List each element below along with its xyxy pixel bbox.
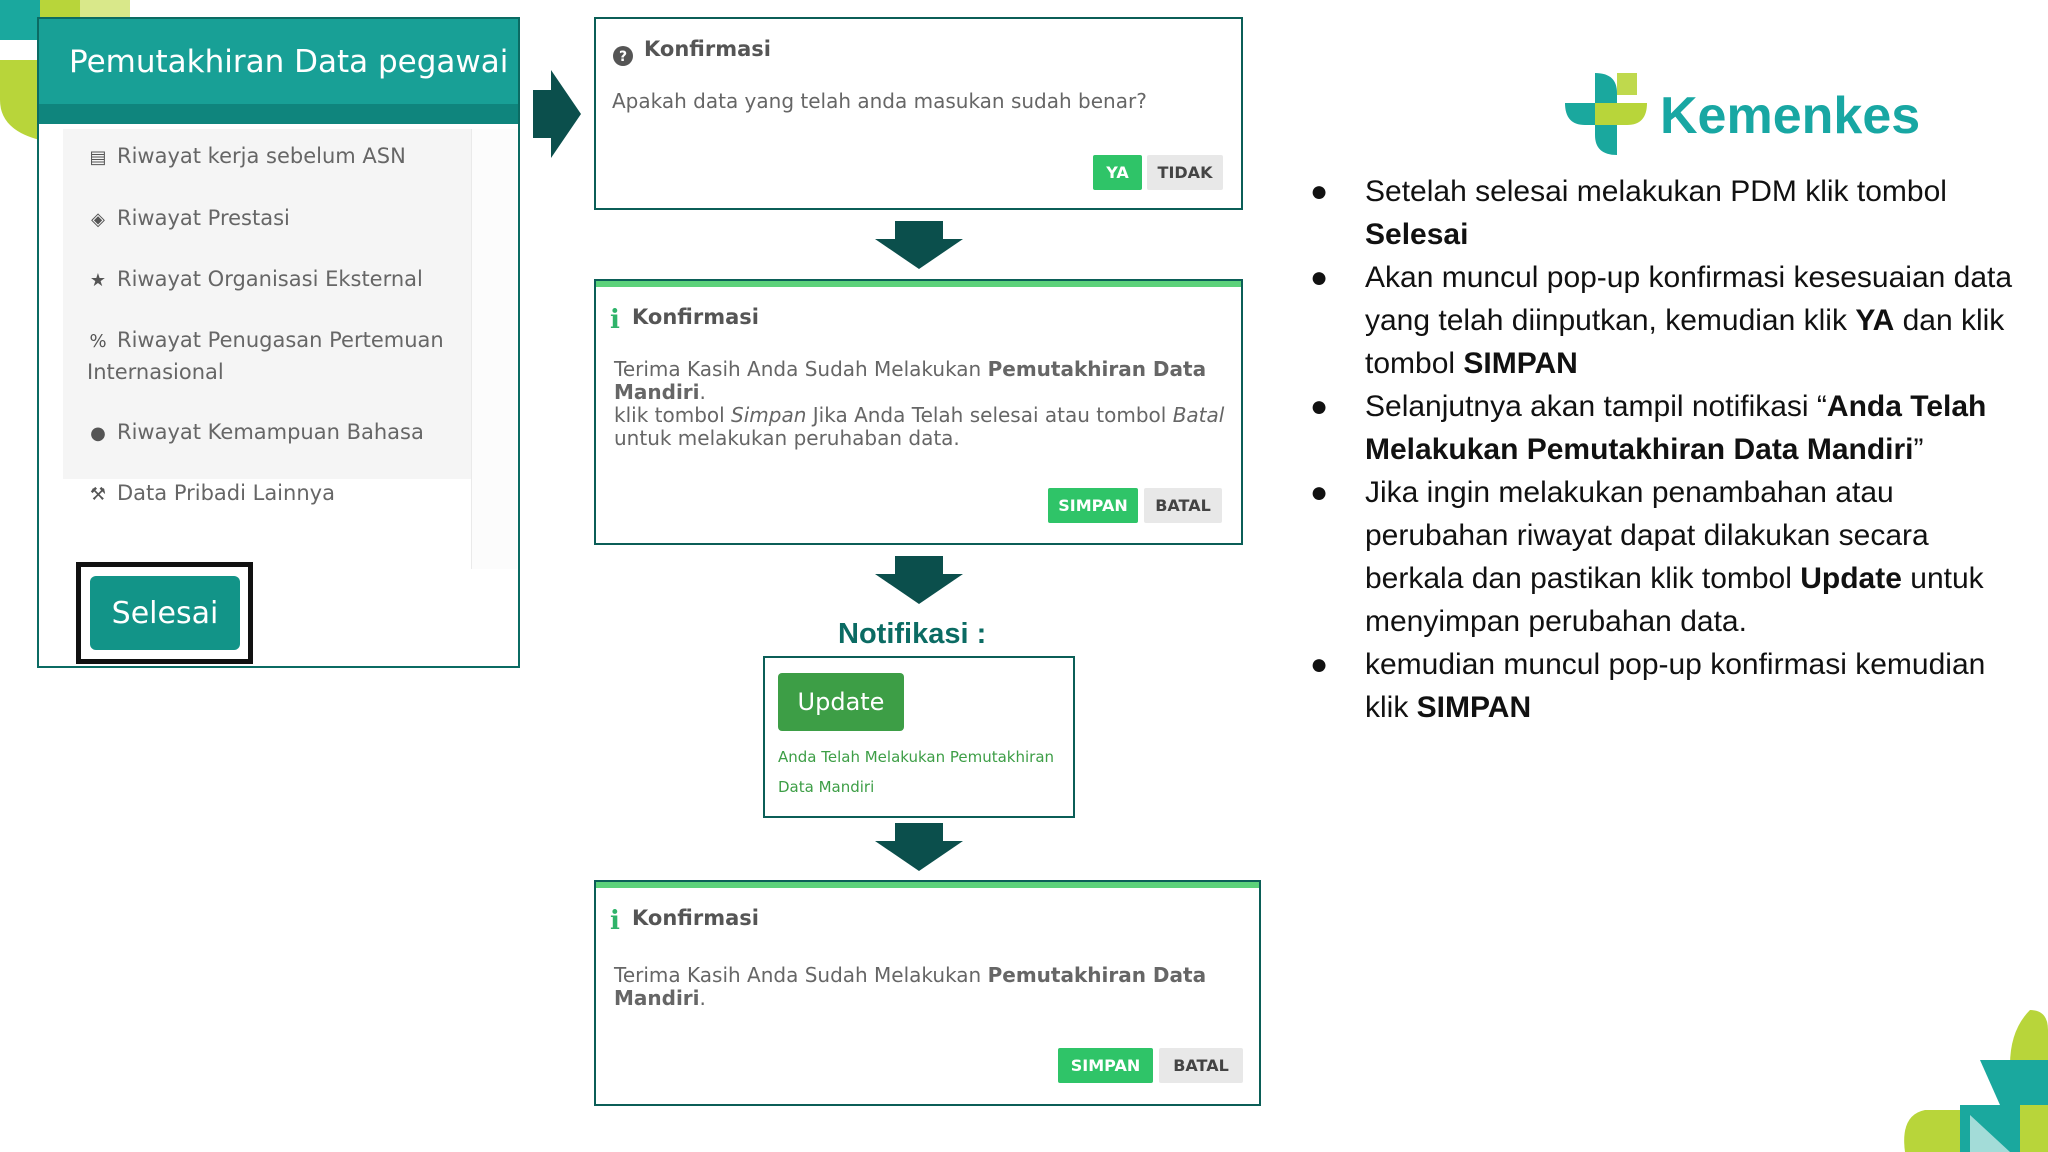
update-button[interactable]: Update xyxy=(778,673,904,731)
info-icon: i xyxy=(610,305,620,335)
confirm-dialog-3: i Konfirmasi Terima Kasih Anda Sudah Mel… xyxy=(594,880,1261,1106)
kemenkes-logo-icon xyxy=(1565,73,1647,155)
menu-side-strip xyxy=(471,129,517,569)
list-item: ●Jika ingin melakukan penambahan atau pe… xyxy=(1310,476,1984,638)
list-item: ●kemudian muncul pop-up konfirmasi kemud… xyxy=(1310,648,1986,724)
svg-text:?: ? xyxy=(619,49,627,65)
notification-box: Update Anda Telah Melakukan Pemutakhiran… xyxy=(763,656,1075,818)
dialog-accent-bar xyxy=(596,882,1259,888)
panel-title: Pemutakhiran Data pegawai xyxy=(39,19,518,104)
arrow-down-icon xyxy=(875,823,963,871)
panel-header-bar xyxy=(39,104,518,124)
list-item: ●Setelah selesai melakukan PDM klik tomb… xyxy=(1310,175,1947,251)
sidebar-item-riwayat-prestasi[interactable]: ◈ Riwayat Prestasi xyxy=(87,203,290,235)
dialog-title: Konfirmasi xyxy=(632,305,759,329)
tidak-button[interactable]: TIDAK xyxy=(1147,155,1223,190)
sidebar-item-riwayat-bahasa[interactable]: ● Riwayat Kemampuan Bahasa xyxy=(87,417,424,449)
dialog-message: Terima Kasih Anda Sudah Melakukan Pemuta… xyxy=(614,357,1225,450)
dialog-message: Apakah data yang telah anda masukan suda… xyxy=(612,89,1147,113)
selesai-button[interactable]: Selesai xyxy=(90,576,240,650)
batal-button[interactable]: BATAL xyxy=(1159,1048,1243,1083)
question-icon: ? xyxy=(613,46,633,66)
simpan-button[interactable]: SIMPAN xyxy=(1048,488,1138,523)
star-icon: ★ xyxy=(89,270,107,291)
confirm-dialog-2: i Konfirmasi Terima Kasih Anda Sudah Mel… xyxy=(594,279,1243,545)
data-update-panel: Pemutakhiran Data pegawai ▤ Riwayat kerja… xyxy=(37,17,520,668)
corner-decoration-top-left xyxy=(0,0,130,140)
selesai-highlight-frame xyxy=(76,562,253,664)
building-icon: ▤ xyxy=(89,147,107,168)
dialog-message: Terima Kasih Anda Sudah Melakukan Pemuta… xyxy=(614,963,1207,1010)
sidebar-menu xyxy=(63,129,471,479)
notification-text: Anda Telah Melakukan Pemutakhiran Data M… xyxy=(778,748,1055,796)
confirm-dialog-1: ? Konfirmasi Apakah data yang telah anda… xyxy=(594,17,1243,210)
brand-name: Kemenkes xyxy=(1660,87,1921,145)
sidebar-item-label: Data Pribadi Lainnya xyxy=(117,481,335,505)
instruction-list: ●Setelah selesai melakukan PDM klik tomb… xyxy=(1300,170,2030,729)
sidebar-item-label: Riwayat Organisasi Eksternal xyxy=(117,267,423,291)
sidebar-item-label: Riwayat kerja sebelum ASN xyxy=(117,144,406,168)
list-item: ●Akan muncul pop-up konfirmasi kesesuaia… xyxy=(1310,261,2013,380)
cube-icon: ◈ xyxy=(91,209,105,230)
sidebar-item-label: Riwayat Kemampuan Bahasa xyxy=(117,420,424,444)
arrow-down-icon xyxy=(875,221,963,269)
notification-label: Notifikasi : xyxy=(838,618,987,650)
user-icon: ● xyxy=(90,423,106,444)
simpan-button[interactable]: SIMPAN xyxy=(1058,1048,1153,1083)
link-icon: % xyxy=(89,331,107,352)
info-icon: i xyxy=(610,906,620,936)
sidebar-item-label-line2: Internasional xyxy=(87,360,224,384)
sidebar-item-data-pribadi[interactable]: ⚒ Data Pribadi Lainnya xyxy=(87,478,335,510)
arrow-down-icon xyxy=(875,556,963,604)
sidebar-item-riwayat-organisasi[interactable]: ★ Riwayat Organisasi Eksternal xyxy=(87,264,423,296)
sidebar-item-riwayat-penugasan[interactable]: % Riwayat Penugasan Pertemuan Internasion… xyxy=(87,325,444,387)
sidebar-item-label: Riwayat Penugasan Pertemuan xyxy=(117,328,444,352)
ya-button[interactable]: YA xyxy=(1093,155,1142,190)
arrow-right-icon xyxy=(533,70,581,158)
dialog-title: Konfirmasi xyxy=(632,906,759,930)
gavel-icon: ⚒ xyxy=(89,484,107,505)
sidebar-item-riwayat-kerja[interactable]: ▤ Riwayat kerja sebelum ASN xyxy=(87,141,406,173)
dialog-accent-bar xyxy=(596,281,1241,287)
dialog-title: Konfirmasi xyxy=(644,37,771,61)
list-item: ●Selanjutnya akan tampil notifikasi “And… xyxy=(1310,390,1987,466)
batal-button[interactable]: BATAL xyxy=(1144,488,1222,523)
sidebar-item-label: Riwayat Prestasi xyxy=(117,206,290,230)
corner-decoration-bottom-right xyxy=(1904,1010,2048,1152)
